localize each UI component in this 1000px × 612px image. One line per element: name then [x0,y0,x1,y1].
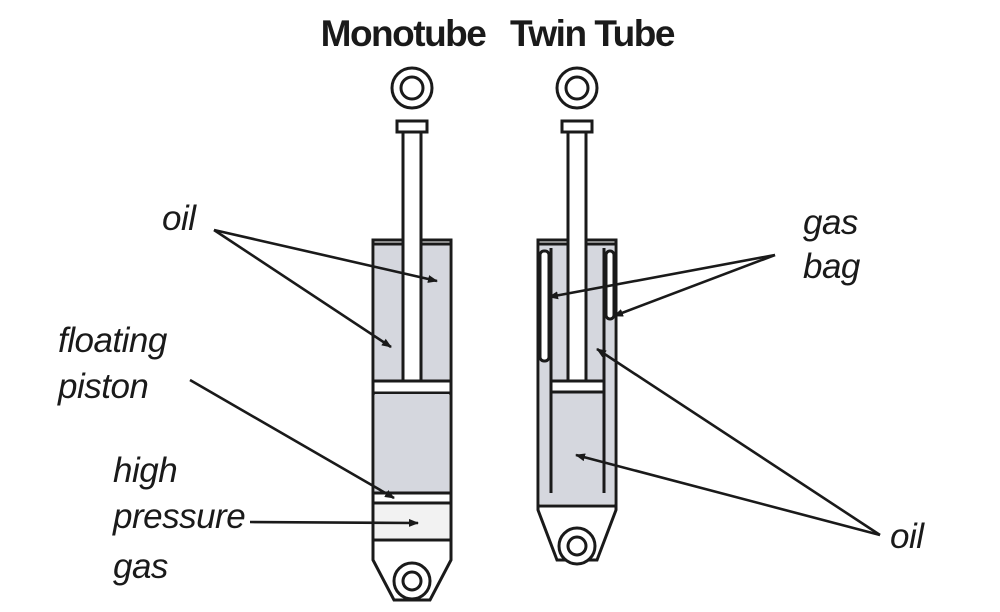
oil-right-arrow-upper [596,347,881,537]
high-pressure-gas-label-line2: pressure [112,497,245,536]
gas-bag-label-line1: gas [803,203,858,242]
oil-left-arrow-upper [213,228,438,283]
monotube-gas-chamber [375,505,449,538]
oil-label-right: oil [890,517,925,556]
twin-tube-shock [536,66,618,566]
twin-tube-gas-bag-left [538,249,551,363]
floating-piston-label-line2: piston [57,367,148,406]
floating-piston-arrow [189,378,395,500]
twin-tube-piston [549,379,606,394]
monotube-floating-piston [371,491,453,505]
oil-left-arrow-lower [213,228,392,349]
monotube-rod-collar [395,119,429,134]
oil-label-left: oil [162,199,197,238]
gas-bag-label-line2: bag [803,247,861,286]
high-pressure-gas-arrow [249,518,419,527]
oil-right-arrow-lower [575,453,881,537]
twin-tube-rod [566,130,588,383]
monotube-shock [371,66,453,602]
twin-tube-title: Twin Tube [510,13,675,54]
floating-piston-label-line1: floating [58,321,168,360]
high-pressure-gas-label-line1: high [113,451,177,490]
monotube-oil-lower [375,394,449,493]
gas-bag-arrow-right [613,253,776,318]
high-pressure-gas-label-line3: gas [113,547,168,586]
twin-tube-rod-collar [560,119,594,134]
monotube-rod [401,130,423,383]
gas-bag-arrow-left [548,253,776,300]
monotube-piston [371,379,453,395]
monotube-title: Monotube [321,13,487,54]
